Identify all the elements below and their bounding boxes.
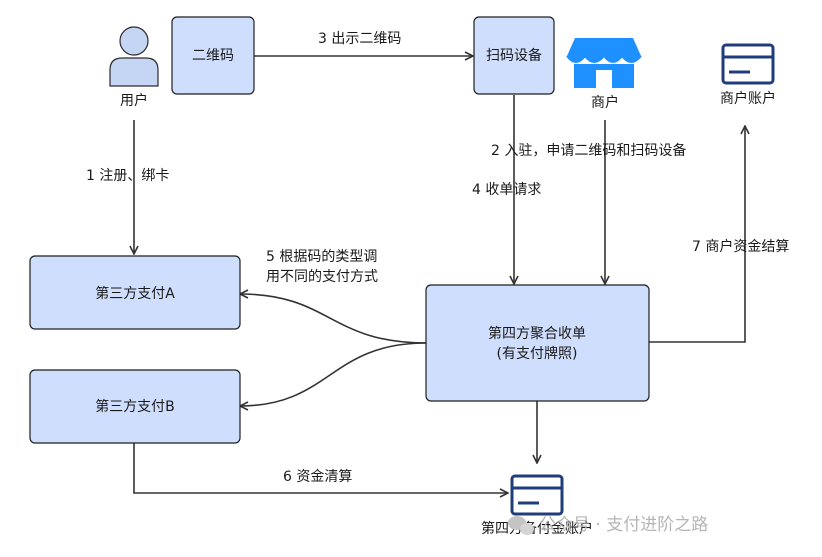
edge-label-route-line1: 5 根据码的类型调 (266, 249, 377, 265)
edge-label-payment-request: 4 收单请求 (472, 182, 541, 198)
third-party-b-label: 第三方支付B (95, 398, 175, 415)
third-party-a-node (29, 255, 241, 330)
store-icon (566, 38, 642, 88)
edge-label-show-qrcode: 3 出示二维码 (318, 31, 401, 47)
edge-label-merchant-onboard: 2 入驻，申请二维码和扫码设备 (491, 142, 686, 159)
aggregator-label-line1: 第四方聚合收单 (488, 325, 586, 342)
third-party-a-label: 第三方支付A (95, 285, 175, 302)
user-label: 用户 (120, 92, 148, 109)
wechat-icon (508, 516, 534, 535)
scanner-label: 扫码设备 (486, 47, 542, 64)
edge-label-route-line2: 用不同的支付方式 (266, 269, 378, 285)
edge-label-fund-clearing: 6 资金清算 (283, 469, 352, 485)
aggregator-node (425, 284, 650, 402)
edge-fund-clearing (133, 443, 508, 493)
user-icon (109, 26, 159, 87)
edge-route-to-a (240, 294, 427, 344)
card-icon (510, 474, 564, 516)
aggregator-label-line2: (有支付牌照) (497, 345, 578, 362)
watermark-text: 公众号 · 支付进阶之路 (539, 515, 708, 535)
card-icon (721, 43, 775, 85)
edge-merchant-settlement (649, 126, 745, 343)
merchant-label: 商户 (591, 94, 619, 111)
merchant-account-label: 商户账户 (720, 90, 776, 107)
qrcode-node (171, 16, 255, 95)
edge-label-register: 1 注册、绑卡 (86, 168, 169, 184)
edge-route-to-b (240, 342, 427, 406)
third-party-b-node (29, 369, 241, 444)
edge-label-merchant-settlement: 7 商户资金结算 (692, 238, 789, 255)
scanner-node (473, 16, 555, 95)
qrcode-label: 二维码 (192, 48, 234, 64)
